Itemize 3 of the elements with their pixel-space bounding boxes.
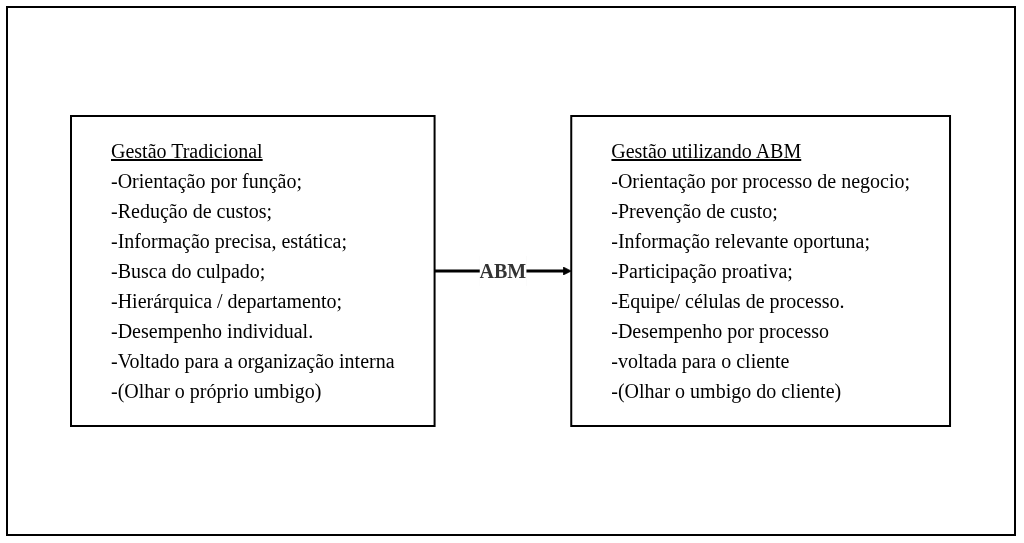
node-box — [570, 115, 952, 427]
frame-border: ABM Gestão Tradicional -Orientação por função; -Redução de custos; -Informação precisa, estática; -Busca do culpado; -Hierárquica / departamento; -Desempenho individual. -Voltado para a organização interna -(Olhar o próprio umbigo) Gestão utilizando ABM -Orientação por processo de negocio; -Prevenção de custo; -Informação relevante oportuna; -Participação proativa; -Equipe/ células de processo. -Desempenho por processo -voltada para o cliente -(Olhar o umbigo do cliente) — [6, 6, 1016, 536]
node-box — [70, 115, 437, 427]
